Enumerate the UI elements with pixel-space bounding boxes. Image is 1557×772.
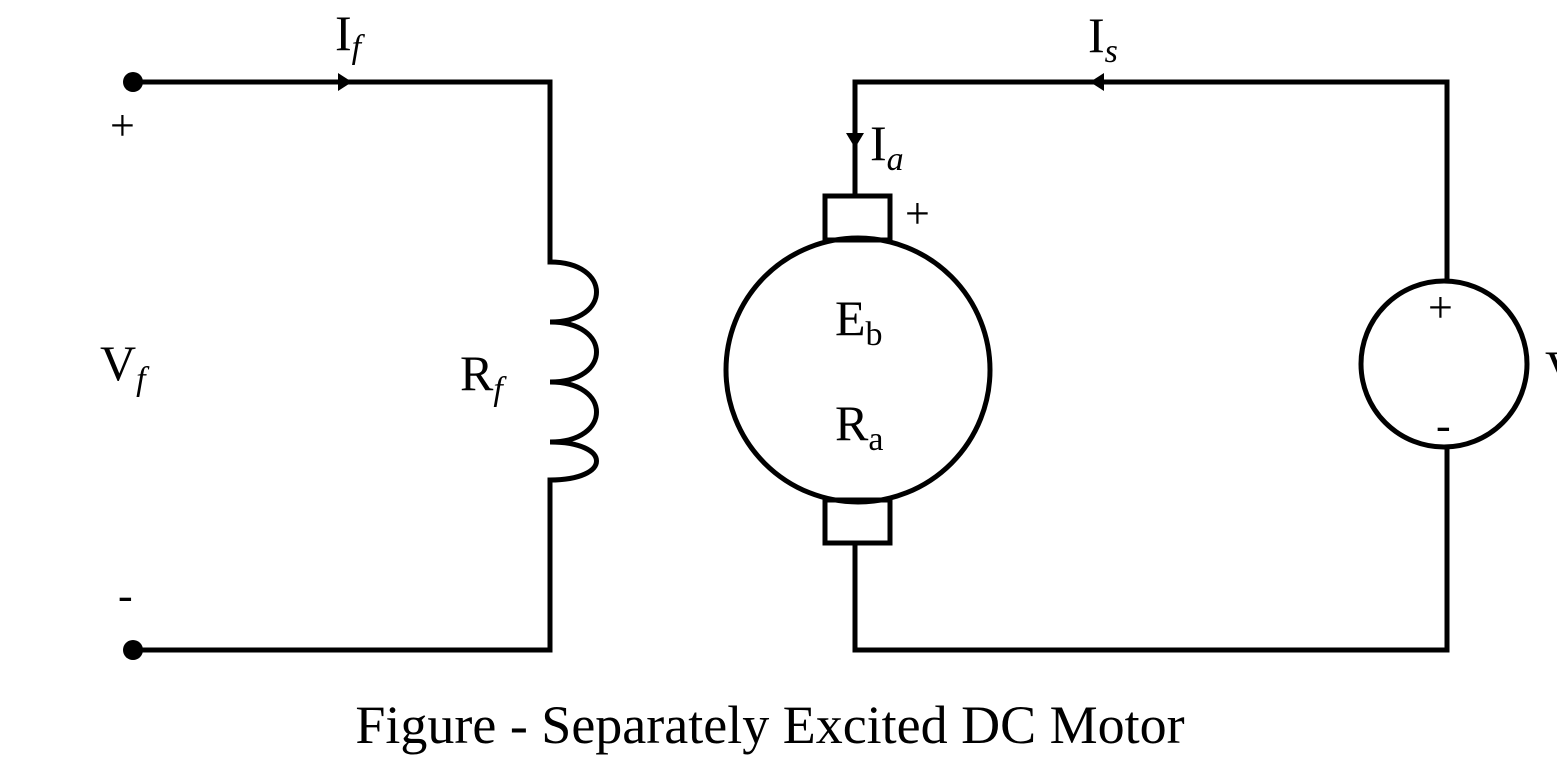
back-emf-label: Eb: [835, 290, 883, 353]
armature-plus-sign: +: [905, 189, 930, 238]
field-plus-sign: +: [110, 101, 135, 150]
dc-voltage-source: + - V: [1358, 278, 1557, 450]
figure-caption: Figure - Separately Excited DC Motor: [355, 695, 1184, 755]
field-wire-top: [130, 79, 553, 265]
field-terminal-negative[interactable]: [123, 640, 143, 660]
field-resistance-label: Rf: [460, 345, 507, 408]
supply-current-arrow: [1090, 73, 1104, 91]
field-minus-sign: -: [118, 571, 133, 620]
field-winding-inductor: [547, 259, 599, 483]
field-current-label: If: [335, 5, 366, 66]
dc-motor: + Eb Ra: [723, 189, 993, 546]
armature-current-arrow: [846, 133, 864, 148]
armature-wire-bottom: [852, 444, 1450, 653]
field-voltage-label: Vf: [100, 335, 150, 398]
source-circle: [1358, 278, 1530, 450]
armature-current-label: Ia: [870, 115, 904, 178]
field-current-arrow: [338, 73, 352, 91]
source-plus-sign: +: [1428, 283, 1453, 332]
armature-circuit: Is Ia: [846, 7, 1450, 653]
field-wire-bottom: [130, 477, 553, 653]
supply-voltage-label: V: [1545, 340, 1557, 396]
armature-wire-top: [852, 79, 1450, 284]
supply-current-label: Is: [1088, 7, 1118, 70]
armature-resistance-label: Ra: [835, 395, 883, 458]
brush-top: [822, 193, 893, 243]
source-minus-sign: -: [1436, 401, 1451, 450]
brush-bottom: [822, 497, 893, 546]
field-circuit: + - If Vf Rf: [100, 5, 599, 660]
field-terminal-positive[interactable]: [123, 72, 143, 92]
armature-circle: [723, 235, 993, 505]
